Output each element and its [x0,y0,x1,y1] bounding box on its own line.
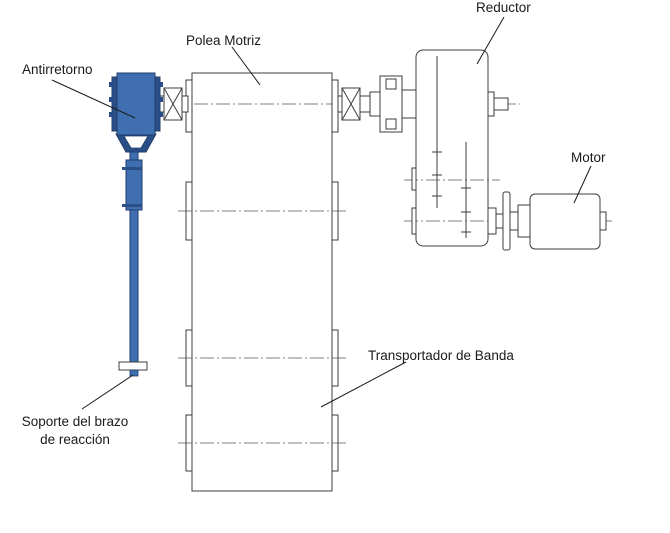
label-reductor: Reductor [476,0,531,15]
backstop-flange-right [154,76,161,132]
leader-soporte [81,374,134,410]
backstop-flange-left [111,76,118,132]
motor-flange [517,204,531,238]
reducer-housing [415,49,489,247]
antirretorno-assembly [109,72,163,377]
label-antirretorno: Antirretorno [22,62,93,77]
label-soporte-line1: Soporte del brazo [22,414,129,429]
leader-motor [573,165,592,204]
label-soporte-line2: de reacción [40,432,110,447]
leader-transportador [320,361,407,408]
coupling [369,75,417,133]
leader-antirretorno [51,79,136,119]
reducer [404,49,612,247]
motor-input-stub [487,207,497,235]
label-motor: Motor [571,150,606,165]
label-transportador: Transportador de Banda [368,348,514,363]
belt-body [191,72,333,492]
reducer-shoulder-2 [411,207,417,235]
reducer-shoulder-1 [411,167,417,191]
motor-coupling-hub [509,211,519,231]
reducer-output-stub [493,97,509,111]
label-polea-motriz: Polea Motriz [186,33,261,48]
motor-body [529,193,601,250]
reaction-arm-clamp [125,159,143,211]
leader-polea-motriz [231,46,261,86]
pulley-edge-right [331,79,339,133]
conveyor-belt [178,72,348,492]
reaction-arm-support [118,361,148,371]
motor-brake-disc [502,191,511,251]
motor-fan-cover [599,211,607,231]
motor [487,191,607,251]
coupling-bolt-top [385,78,397,90]
coupling-hub-right [401,89,417,119]
reducer-output-flange [487,91,495,117]
backstop-body [116,72,156,136]
leader-lines [51,16,592,410]
leader-reductor [476,16,505,65]
coupling-bolt-bottom [385,118,397,130]
